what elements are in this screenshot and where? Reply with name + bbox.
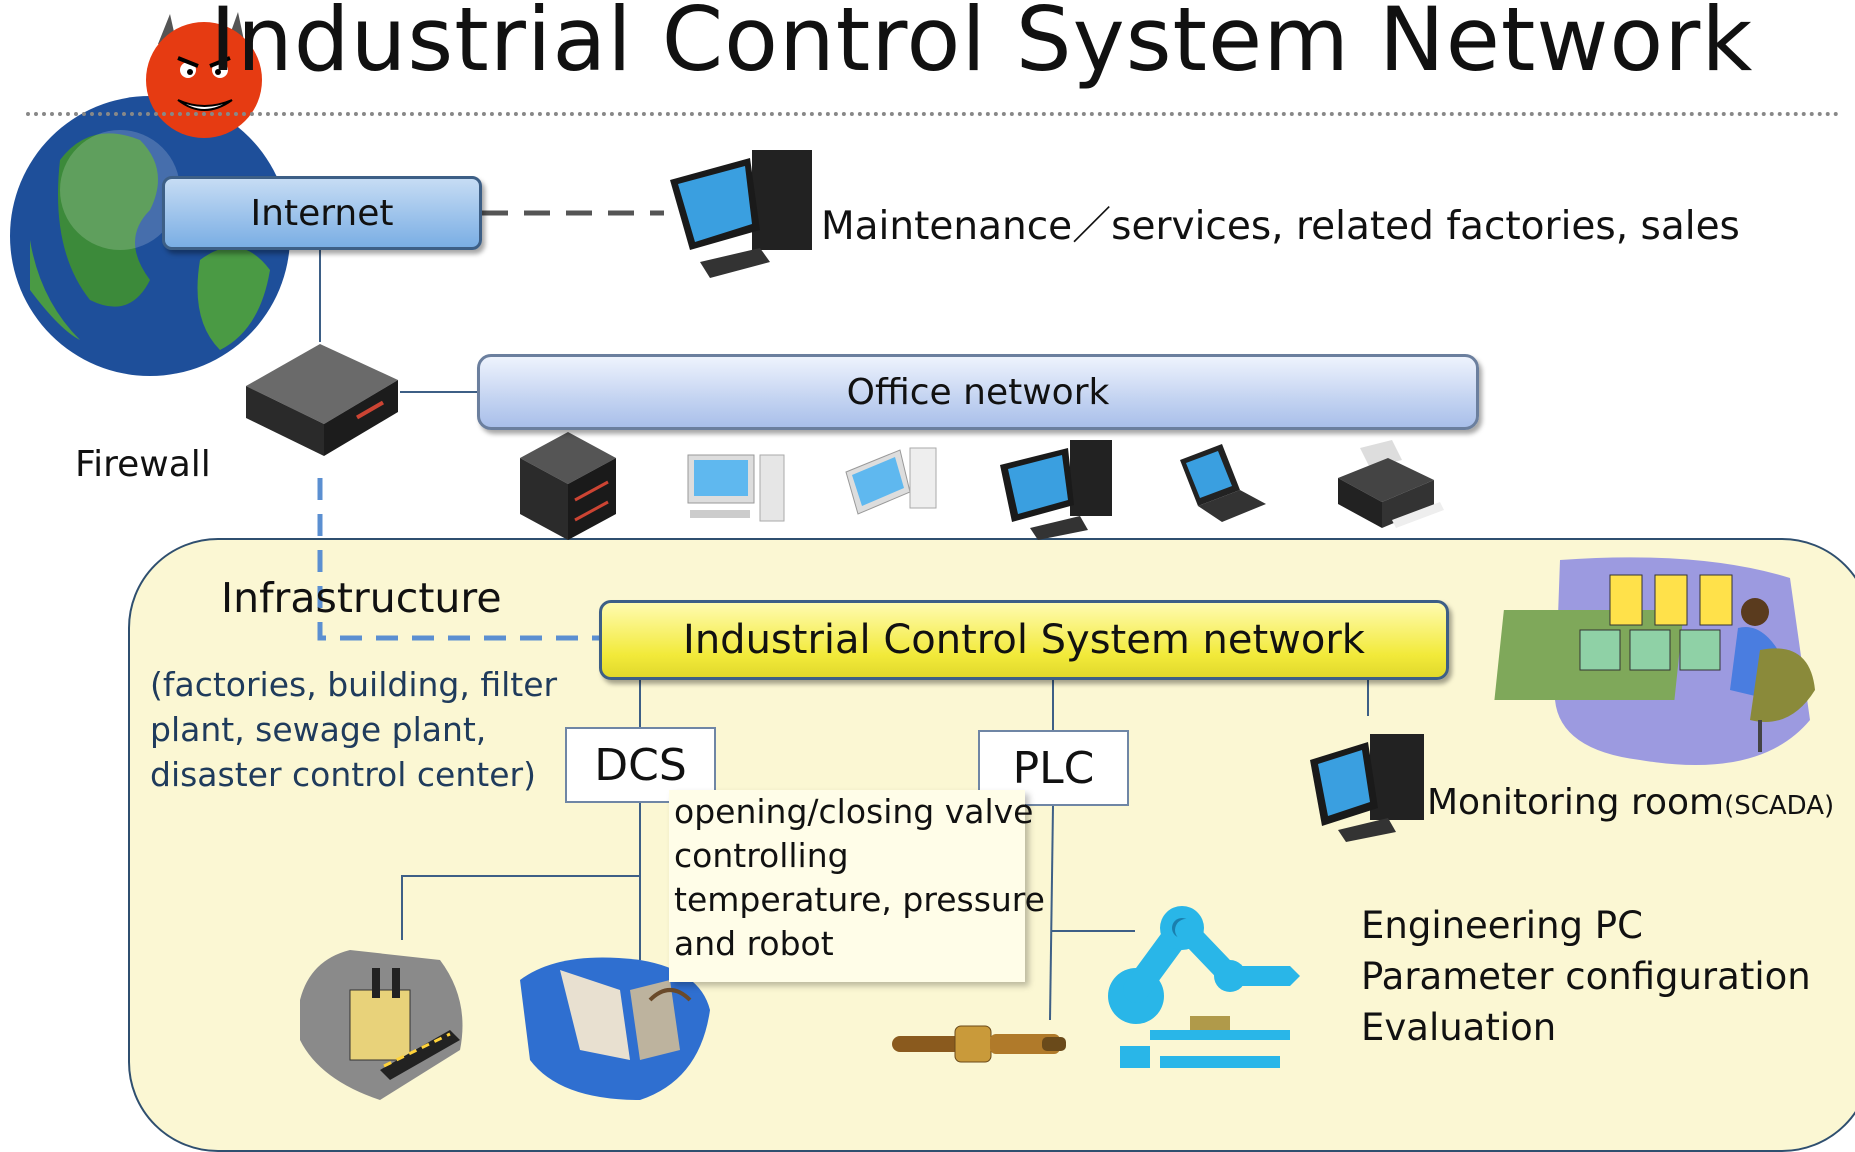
internet-node: Internet — [162, 176, 482, 250]
infrastructure-line: disaster control center) — [150, 755, 536, 794]
workstation-icon — [687, 454, 785, 522]
infrastructure-description: (factories, building, filter plant, sewa… — [150, 662, 557, 797]
engineering-line: Engineering PC — [1361, 904, 1643, 947]
devil-icon — [146, 12, 262, 138]
plc-label: PLC — [1012, 742, 1095, 794]
engineering-line: Parameter configuration — [1361, 955, 1811, 998]
maintenance-label: Maintenance／services, related factories,… — [821, 204, 1740, 249]
engineering-line: Evaluation — [1361, 1006, 1557, 1049]
desktop-pc-icon — [1000, 440, 1112, 540]
monitoring-label: Monitoring room — [1427, 782, 1725, 823]
robot-arm-icon — [1108, 906, 1300, 1068]
infrastructure-line: (factories, building, filter — [150, 665, 558, 704]
dcs-label: DCS — [594, 739, 687, 791]
engineering-text: Engineering PC Parameter configuration E… — [1361, 900, 1811, 1053]
dcs-note-line: opening/closing valve — [674, 792, 1034, 831]
monitoring-room-label: Monitoring room(SCADA) — [1427, 782, 1834, 823]
dcs-note: opening/closing valve controlling temper… — [669, 790, 1045, 982]
page-title: Industrial Control System Network — [210, 0, 1754, 91]
dcs-note-line: and robot — [674, 924, 834, 963]
infrastructure-title: Infrastructure — [221, 574, 502, 622]
sensor-icon — [892, 1025, 1066, 1063]
workstation-icon — [845, 447, 937, 515]
desktop-pc-icon — [670, 150, 812, 278]
ics-network-label: Industrial Control System network — [683, 617, 1365, 663]
office-network-bar: Office network — [477, 354, 1479, 430]
ics-network-bar: Industrial Control System network — [599, 600, 1449, 680]
internet-label: Internet — [250, 192, 394, 234]
dcs-note-line: temperature, pressure — [674, 880, 1045, 919]
office-network-label: Office network — [846, 371, 1110, 413]
control-room-icon — [1494, 557, 1815, 765]
desktop-pc-icon — [1310, 734, 1424, 842]
server-icon — [520, 432, 616, 540]
title-divider — [26, 112, 1840, 116]
scada-suffix: (SCADA) — [1724, 791, 1835, 821]
globe-icon — [10, 96, 290, 376]
printer-icon — [1338, 440, 1444, 528]
firewall-icon — [246, 344, 398, 456]
factory-icon — [300, 950, 463, 1100]
laptop-icon — [1180, 444, 1266, 522]
dcs-note-line: controlling — [674, 836, 849, 875]
dam-icon — [520, 957, 710, 1100]
firewall-label: Firewall — [75, 444, 211, 485]
infrastructure-line: plant, sewage plant, — [150, 710, 487, 749]
plc-box: PLC — [978, 730, 1129, 806]
